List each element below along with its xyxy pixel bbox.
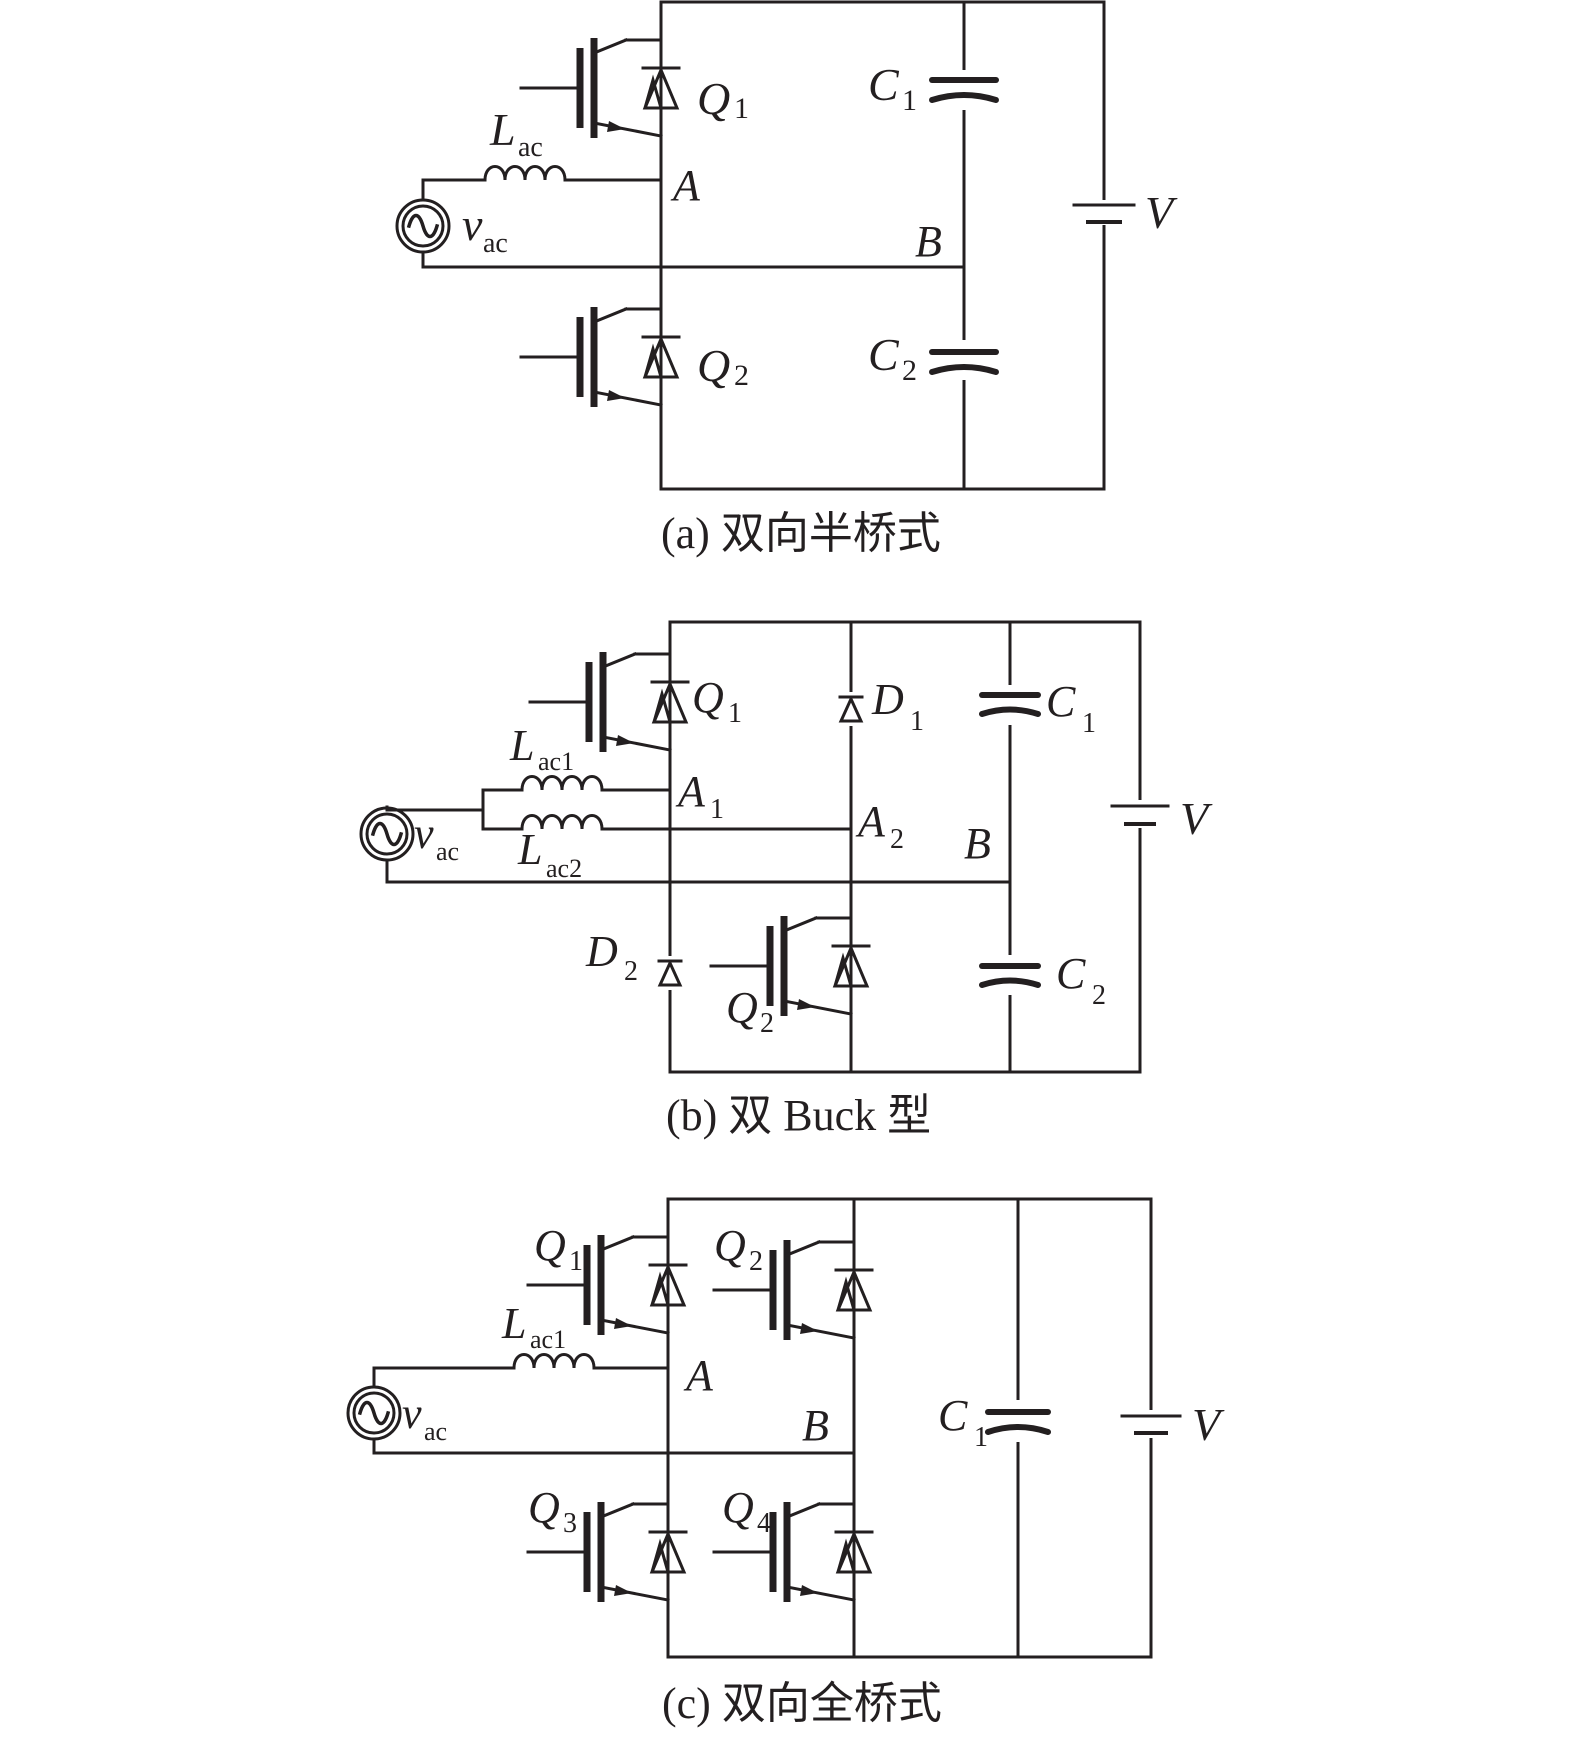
fig-c-c1-capacitor [985, 1400, 1051, 1442]
fig-c-q1-sub: 1 [569, 1246, 583, 1277]
fig-b-d1-label: D [871, 675, 904, 724]
fig-b-l1-sub: ac1 [538, 747, 574, 776]
fig-c-ac-source-icon [346, 1385, 402, 1441]
fig-a-inductor [483, 165, 567, 182]
fig-c-q2-label: Q [714, 1221, 746, 1270]
fig-c-caption: (c) 双向全桥式 [662, 1679, 942, 1728]
fig-a-source-top-wire [421, 178, 487, 202]
fig-b-node-b-label: B [964, 819, 991, 868]
fig-b-c1-label: C [1046, 677, 1076, 726]
fig-b-c1-capacitor [979, 685, 1041, 725]
fig-c-c1-sub: 1 [974, 1422, 988, 1453]
fig-a-c1-label: C [868, 59, 900, 110]
fig-a-c1-capacitor [929, 70, 1000, 110]
fig-a-node-a-wire [563, 134, 663, 182]
fig-a-c2-label: C [868, 329, 900, 380]
fig-a-node-b-wire [421, 250, 966, 269]
fig-c-node-b-label: B [802, 1401, 829, 1450]
fig-b-l2-label: L [517, 825, 542, 874]
fig-b-node-b-wire [385, 858, 1012, 884]
fig-b-d2-diode [657, 956, 683, 990]
fig-b-node-a2-label: A [855, 797, 886, 846]
fig-a-c2-sub: 2 [902, 354, 917, 387]
fig-c-inductor-label: L [501, 1299, 526, 1348]
fig-b-ac-source-icon [359, 806, 415, 862]
figure-c: Q 1 Q 2 Q 3 Q 4 C 1 L ac1 v ac A B V (c)… [346, 1197, 1225, 1728]
fig-b-c2-capacitor [979, 955, 1041, 995]
fig-b-d2-sub: 2 [624, 956, 638, 987]
fig-b-d1-sub: 1 [910, 706, 924, 737]
fig-c-vac-sub: ac [424, 1417, 447, 1446]
fig-c-inductor-sub: ac1 [530, 1325, 566, 1354]
fig-c-q2-sub: 2 [749, 1246, 763, 1277]
fig-a-inductor-label: L [489, 104, 516, 155]
fig-c-q4-sub: 4 [757, 1508, 771, 1539]
fig-b-c2-label: C [1056, 949, 1086, 998]
fig-c-v-label: V [1192, 1399, 1225, 1450]
fig-b-caption: (b) 双 Buck 型 [666, 1091, 931, 1140]
fig-b-v-label: V [1180, 793, 1213, 844]
fig-c-q3-sub: 3 [563, 1508, 577, 1539]
fig-b-battery [1110, 800, 1170, 828]
fig-b-q2-sub: 2 [760, 1008, 774, 1039]
fig-a-q2-switch [521, 307, 679, 407]
fig-a-q2-label: Q [697, 340, 730, 391]
fig-b-vac-label: v [414, 809, 434, 858]
fig-c-q4-label: Q [722, 1483, 754, 1532]
fig-b-d1-diode [838, 692, 864, 726]
fig-a-ac-source-icon [395, 198, 451, 254]
fig-a-c1-sub: 1 [902, 84, 917, 117]
fig-b-d2-label: D [585, 927, 618, 976]
fig-b-vac-sub: ac [436, 837, 459, 866]
fig-a-q1-switch [521, 38, 679, 138]
fig-c-q3-label: Q [528, 1483, 560, 1532]
fig-b-c2-sub: 2 [1092, 980, 1106, 1011]
figure-a: Q 1 Q 2 C 1 C 2 L ac v ac A B V (a) 双向半桥… [395, 0, 1178, 558]
fig-c-node-b-wire [372, 1437, 856, 1455]
fig-b-node-a2-sub: 2 [890, 824, 904, 855]
fig-a-q1-label: Q [697, 73, 730, 124]
fig-a-q1-sub: 1 [734, 92, 749, 125]
fig-c-node-a-label: A [683, 1351, 714, 1400]
fig-b-q1-sub: 1 [728, 698, 742, 729]
fig-b-q2-label: Q [726, 983, 758, 1032]
fig-b-q1-switch [530, 652, 688, 752]
fig-b-q1-label: Q [692, 673, 724, 722]
fig-c-battery [1120, 1410, 1182, 1438]
fig-a-caption: (a) 双向半桥式 [661, 509, 941, 558]
fig-a-v-label: V [1145, 187, 1178, 238]
fig-c-q1-label: Q [534, 1221, 566, 1270]
fig-b-c1-sub: 1 [1082, 708, 1096, 739]
fig-b-l1-label: L [509, 721, 534, 770]
fig-b-outer-loop [668, 620, 1142, 1074]
fig-a-inductor-sub: ac [518, 132, 543, 163]
figure-b: Q 1 Q 2 D 1 D 2 C 1 C 2 L ac1 L ac2 v ac… [359, 620, 1213, 1140]
fig-b-l1-inductor [520, 775, 604, 792]
fig-c-vac-label: v [402, 1389, 422, 1438]
fig-a-node-a-label: A [670, 161, 701, 210]
fig-a-vac-sub: ac [483, 228, 508, 259]
fig-b-node-a1-label: A [675, 767, 706, 816]
fig-a-c2-capacitor [929, 340, 1000, 380]
fig-a-node-b-label: B [915, 217, 942, 266]
fig-c-c1-label: C [938, 1391, 968, 1440]
fig-a-battery [1070, 200, 1140, 225]
fig-b-node-a1-sub: 1 [710, 794, 724, 825]
fig-a-vac-label: v [462, 199, 483, 250]
fig-a-q2-sub: 2 [734, 359, 749, 392]
fig-c-inductor [512, 1353, 596, 1370]
fig-b-l2-sub: ac2 [546, 854, 582, 883]
